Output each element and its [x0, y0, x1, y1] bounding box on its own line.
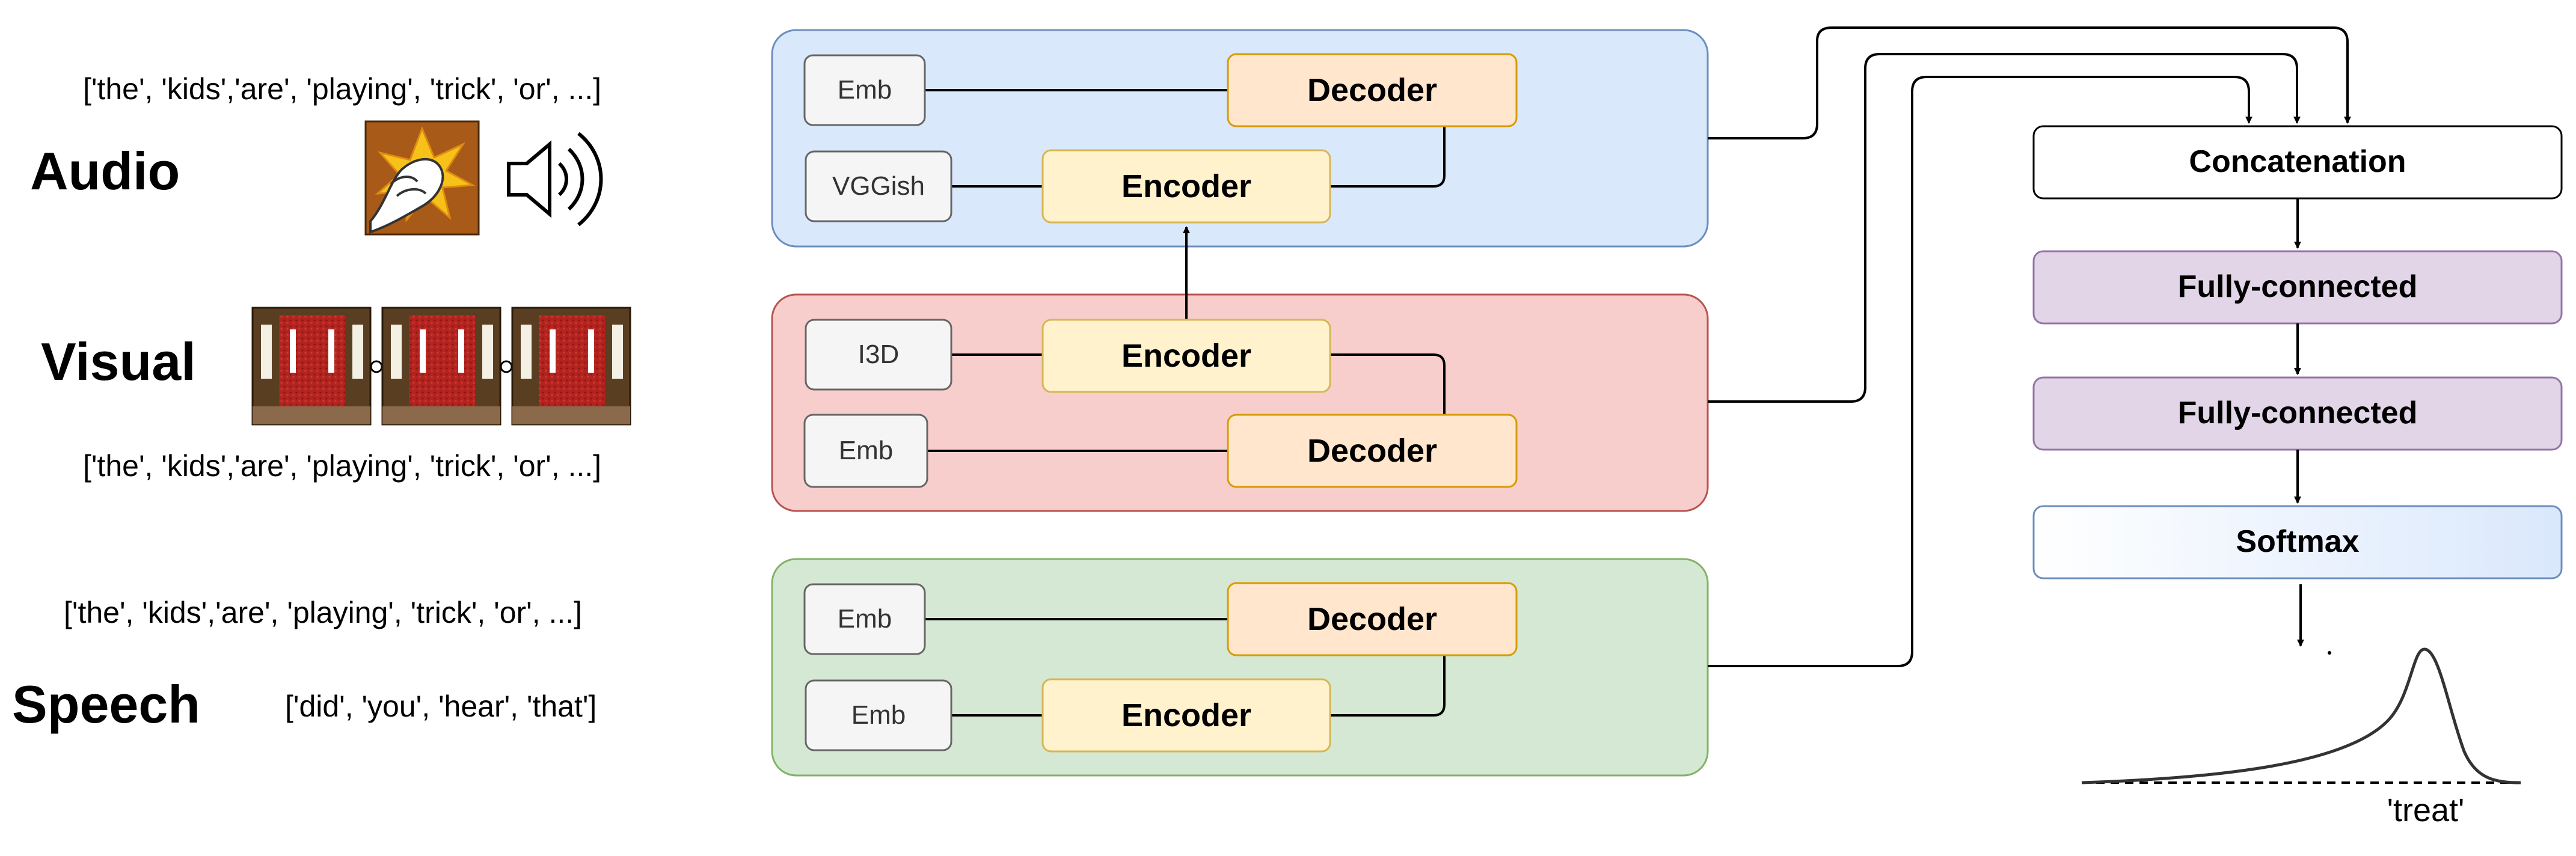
visual-label: Visual	[41, 332, 196, 391]
visual-encoder-label: Encoder	[1121, 338, 1251, 374]
fusion-connectors	[1708, 26, 2351, 667]
clap-image	[364, 120, 480, 236]
audio-emb-label: Emb	[838, 75, 892, 105]
speaker-icon	[507, 132, 603, 227]
speech-encoder-label: Encoder	[1121, 697, 1251, 733]
speech-emb-top-label: Emb	[838, 604, 892, 634]
softmax-box	[2032, 505, 2563, 579]
speech-emb-top-box	[803, 583, 926, 655]
audio-label: Audio	[30, 141, 180, 201]
audio-encoder-box	[1041, 149, 1331, 224]
visual-i3d-label: I3D	[858, 340, 899, 369]
audio-emb-box	[803, 54, 926, 126]
fc1-label: Fully-connected	[2178, 269, 2418, 304]
video-frames	[251, 307, 631, 426]
speech-dialog: ['did', 'you', 'hear', 'that']	[285, 689, 596, 723]
audio-decoder-label: Decoder	[1307, 72, 1437, 108]
video-frame	[511, 307, 631, 426]
visual-decoder-box	[1227, 414, 1518, 488]
output-distribution	[2081, 647, 2521, 784]
speech-tokens: ['the', 'kids','are', 'playing', 'trick'…	[64, 596, 582, 629]
visual-emb-label: Emb	[839, 436, 893, 465]
audio-vggish-label: VGGish	[832, 171, 925, 201]
speech-encoder-box	[1041, 678, 1331, 753]
visual-decoder-label: Decoder	[1307, 433, 1437, 469]
speech-decoder-box	[1227, 582, 1518, 656]
speech-emb-bottom-label: Emb	[851, 700, 906, 730]
panel-connectors	[925, 89, 1446, 717]
concatenation-label: Concatenation	[2189, 144, 2406, 179]
visual-i3d-box	[805, 319, 952, 391]
audio-vggish-box	[805, 150, 952, 222]
visual-tokens: ['the', 'kids','are', 'playing', 'trick'…	[83, 449, 601, 483]
speech-emb-bottom-box	[805, 679, 952, 751]
speech-label: Speech	[12, 674, 200, 734]
fc2-label: Fully-connected	[2178, 396, 2418, 430]
softmax-label: Softmax	[2236, 524, 2359, 559]
audio-tokens: ['the', 'kids','are', 'playing', 'trick'…	[83, 72, 601, 106]
video-frame	[251, 307, 372, 426]
visual-emb-box	[803, 414, 928, 488]
speech-decoder-label: Decoder	[1307, 601, 1437, 637]
audio-encoder-label: Encoder	[1121, 168, 1251, 204]
video-frame	[381, 307, 501, 426]
head-arrows	[2294, 198, 2304, 647]
audio-decoder-box	[1227, 53, 1518, 127]
visual-encoder-box	[1041, 319, 1331, 393]
output-label: 'treat'	[2387, 792, 2465, 828]
